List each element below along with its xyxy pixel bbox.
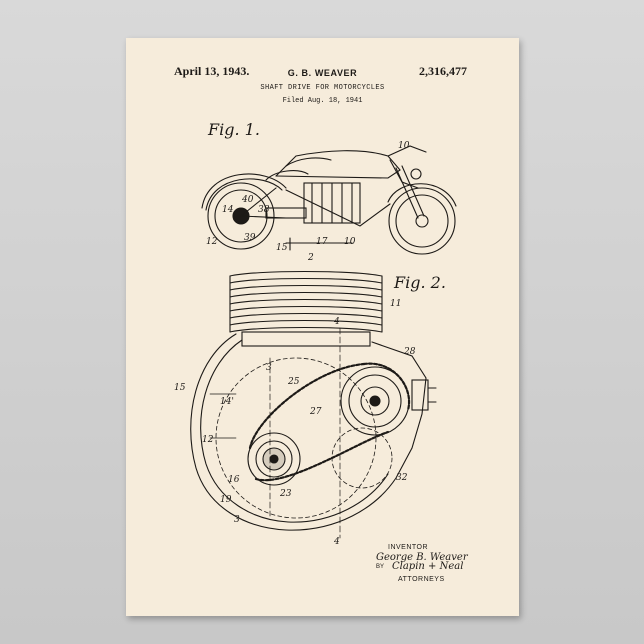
patent-poster: April 13, 1943. 2,316,477 G. B. WEAVER S… — [126, 38, 519, 616]
fig1-numerals: 10 40 38 14 12 39 15 17 2 10 — [206, 141, 410, 263]
ref-numeral: 28 — [403, 347, 416, 357]
ref-numeral: 17 — [316, 237, 328, 247]
ref-numeral: 12 — [202, 435, 214, 445]
ref-numeral: 40 — [241, 195, 254, 205]
ref-numeral: 11 — [390, 299, 401, 309]
fig2-numerals: 11 4 28 15 3 25 14' 27 12 16 23 19 3 32 … — [174, 299, 416, 547]
ref-numeral: 14' — [220, 397, 234, 407]
ref-numeral: 16 — [228, 475, 240, 485]
ref-numeral: 10 — [398, 141, 410, 151]
ref-numeral: 4 — [333, 537, 340, 547]
attorneys-label: ATTORNEYS — [398, 576, 445, 583]
ref-numeral: 27 — [309, 407, 322, 417]
ref-numeral: 23 — [279, 489, 292, 499]
cylinder-fins — [230, 272, 382, 347]
ref-numeral: 32 — [396, 473, 408, 483]
patent-drawing: 10 40 38 14 12 39 15 17 2 10 11 4 28 15 … — [126, 38, 519, 616]
by-label: BY — [376, 564, 384, 570]
ref-numeral: 15 — [276, 243, 288, 253]
ref-numeral: 12 — [206, 237, 218, 247]
attorney-signature: Clapin + Neal — [392, 561, 463, 572]
ref-numeral: 10 — [344, 237, 356, 247]
ref-numeral: 25 — [287, 377, 300, 387]
ref-numeral: 2 — [307, 253, 314, 263]
ref-numeral: 19 — [220, 495, 232, 505]
ref-numeral: 3 — [234, 515, 240, 525]
ref-numeral: 14 — [222, 205, 234, 215]
inventor-label: INVENTOR — [388, 544, 428, 551]
motorcycle-drawing — [202, 146, 456, 254]
ref-numeral: 4 — [333, 317, 340, 327]
ref-numeral: 39 — [244, 233, 256, 243]
ref-numeral: 15 — [174, 383, 186, 393]
ref-numeral: 3 — [266, 363, 272, 373]
ref-numeral: 38 — [258, 205, 270, 215]
